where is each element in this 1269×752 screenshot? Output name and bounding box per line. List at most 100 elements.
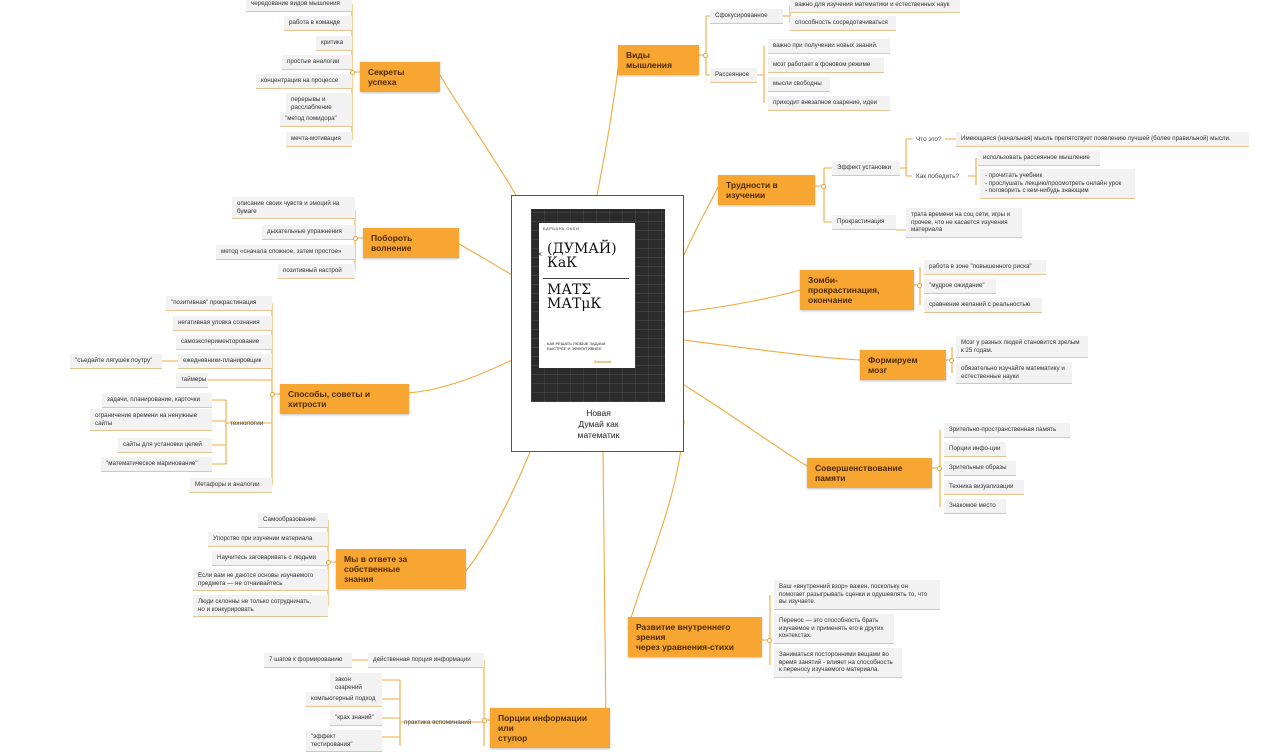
leaf-brain-1[interactable]: Мозг у разных людей становится зрелым к … bbox=[956, 336, 1088, 359]
cover-subtitle: КАК РЕШАТЬ ЛЮБЫЕ ЗАДАЧИ БЫСТРЕЕ И ЭФФЕКТ… bbox=[547, 341, 606, 351]
leaf-tricks-goals[interactable]: сайты для установки целей bbox=[118, 438, 212, 453]
collapse-toggle-memory[interactable] bbox=[937, 466, 942, 471]
leaf-success-7[interactable]: "метод помидора" bbox=[280, 112, 352, 127]
leaf-zombie-2[interactable]: "мудрое ожидание" bbox=[924, 279, 996, 294]
leaf-tricks-tech[interactable]: технологии bbox=[230, 420, 264, 427]
central-topic[interactable]: БАРБАРА ОКЛИ × (ДУМАЙ) КаК МАТΣ МАТμК КА… bbox=[511, 195, 684, 452]
edge-portions bbox=[602, 451, 607, 725]
leaf-inner-1[interactable]: Ваш «внутренний взор» важен, поскольку о… bbox=[774, 580, 940, 610]
collapse-toggle-difficulties[interactable] bbox=[821, 184, 826, 189]
collapse-toggle-thinking[interactable] bbox=[703, 53, 708, 58]
leaf-tricks-limit[interactable]: ограничение времени на ненужные сайты bbox=[90, 409, 212, 432]
leaf-portions-action[interactable]: действенная порция информации bbox=[368, 653, 484, 668]
leaf-zombie-1[interactable]: работа в зоне "повышенного риска" bbox=[924, 260, 1046, 275]
leaf-memory-1[interactable]: Зрительно-пространственная память bbox=[944, 423, 1070, 438]
branch-difficulties[interactable]: Трудности в изучении bbox=[718, 175, 815, 205]
book-cover-image: БАРБАРА ОКЛИ × (ДУМАЙ) КаК МАТΣ МАТμК КА… bbox=[531, 209, 665, 402]
leaf-responsible-5[interactable]: Люди склонны не только сотрудничать, но … bbox=[193, 595, 328, 618]
leaf-thinking-f2[interactable]: способность сосредотачиваться bbox=[790, 16, 896, 31]
leaf-portions-practice[interactable]: практика вспоминаний bbox=[404, 719, 472, 726]
branch-brain[interactable]: Формируем мозг bbox=[860, 350, 946, 380]
leaf-brain-2[interactable]: обязательно изучайте математику и естест… bbox=[956, 362, 1072, 385]
branch-responsible[interactable]: Мы в ответе за собственные знания bbox=[336, 549, 466, 589]
cover-publisher-logo: Альпина bbox=[594, 359, 612, 364]
leaf-success-8[interactable]: мечта-мотивация bbox=[286, 132, 352, 147]
leaf-thinking-f1[interactable]: важно для изучения математики и естестве… bbox=[790, 0, 960, 13]
leaf-diff-einst[interactable]: Эффект установки bbox=[832, 161, 900, 176]
edge-thinking bbox=[596, 55, 621, 196]
leaf-portions-testing[interactable]: "эффект тестирования" bbox=[306, 730, 382, 752]
leaf-thinking-d3[interactable]: мысли свободны bbox=[768, 77, 830, 92]
collapse-toggle-zombie[interactable] bbox=[917, 283, 922, 288]
edge-worry bbox=[458, 243, 513, 276]
collapse-toggle-portions[interactable] bbox=[482, 718, 487, 723]
branch-portions[interactable]: Порции информации или ступор bbox=[490, 708, 610, 748]
leaf-worry-3[interactable]: метод «сначала сложное, затем простое» bbox=[216, 245, 355, 260]
leaf-diff-how-1[interactable]: использовать рассеянное мышление bbox=[978, 151, 1100, 166]
leaf-tricks-timers[interactable]: таймеры bbox=[176, 373, 208, 388]
leaf-tricks-tasks[interactable]: задачи, планирование, карточки bbox=[102, 393, 212, 408]
leaf-memory-3[interactable]: Зрительные образы bbox=[944, 461, 1016, 476]
leaf-worry-4[interactable]: позитивный настрой bbox=[278, 264, 355, 279]
leaf-memory-5[interactable]: Знакомое место bbox=[944, 499, 1006, 514]
leaf-success-1[interactable]: чередование видов мышления bbox=[246, 0, 352, 12]
edge-responsible bbox=[465, 451, 531, 572]
collapse-toggle-brain[interactable] bbox=[949, 358, 954, 363]
branch-tricks[interactable]: Способы, советы и хитрости bbox=[280, 384, 409, 414]
leaf-diff-procr[interactable]: Прокрастинация bbox=[832, 215, 896, 230]
leaf-tricks-selfexp[interactable]: самоэксперименторование bbox=[176, 335, 272, 350]
cover-mark: × bbox=[537, 249, 543, 259]
edge-difficulties bbox=[683, 186, 719, 256]
branch-inner[interactable]: Развитие внутреннего зрения через уравне… bbox=[628, 617, 762, 657]
leaf-thinking-d2[interactable]: мозг работает в фоновом режиме bbox=[768, 58, 884, 73]
leaf-inner-2[interactable]: Перенос — это способность брать изучаемо… bbox=[774, 614, 894, 644]
collapse-toggle-worry[interactable] bbox=[353, 236, 358, 241]
leaf-diff-what[interactable]: Что это? bbox=[916, 136, 942, 143]
collapse-toggle-inner[interactable] bbox=[767, 638, 772, 643]
leaf-success-4[interactable]: простые аналогии bbox=[282, 55, 352, 70]
leaf-responsible-2[interactable]: Упорство при изучении материала bbox=[208, 532, 328, 547]
leaf-responsible-4[interactable]: Если вам не даются основы изучаемого пре… bbox=[193, 569, 328, 592]
leaf-tricks-metaphors[interactable]: Метафоры и аналогии bbox=[190, 478, 272, 493]
leaf-tricks-marin[interactable]: "математическое маринование" bbox=[101, 457, 212, 472]
branch-worry[interactable]: Побороть волнение bbox=[363, 228, 459, 258]
branch-thinking[interactable]: Виды мышления bbox=[618, 45, 699, 75]
leaf-worry-2[interactable]: дыхательные упражнения bbox=[262, 225, 355, 240]
leaf-zombie-3[interactable]: сравнение желаний с реальностью bbox=[924, 298, 1042, 313]
leaf-diff-procr-answer[interactable]: трата времени на соц сети, игры и прочее… bbox=[906, 208, 1022, 238]
leaf-memory-2[interactable]: Порции инфо-ции bbox=[944, 442, 1006, 457]
leaf-thinking-d1[interactable]: важно при получении новых знаний. bbox=[768, 39, 890, 54]
collapse-toggle-success[interactable] bbox=[350, 70, 355, 75]
leaf-portions-crash[interactable]: "крах знаний" bbox=[330, 711, 382, 726]
leaf-thinking-d4[interactable]: приходит внезапное озарение, идеи bbox=[768, 96, 890, 111]
leaf-worry-1[interactable]: описание своих чувств и эмоций на бумаге bbox=[232, 197, 355, 220]
leaf-success-3[interactable]: критика bbox=[316, 36, 352, 51]
branch-success[interactable]: Секреты успеха bbox=[360, 62, 440, 92]
edge-memory bbox=[683, 384, 808, 467]
cover-title-1: (ДУМАЙ) КаК bbox=[547, 241, 617, 271]
leaf-tricks-frog[interactable]: "съедайте лягушек поутру" bbox=[70, 354, 162, 369]
leaf-inner-3[interactable]: Заниматься посторонними вещами во время … bbox=[774, 648, 902, 678]
leaf-diff-how[interactable]: Как победить? bbox=[916, 173, 959, 180]
leaf-success-5[interactable]: концентрация на процессе bbox=[256, 74, 352, 89]
leaf-portions-computer[interactable]: компьютерный подход bbox=[306, 692, 382, 707]
leaf-tricks-negative[interactable]: негативная уловка сознания bbox=[173, 316, 272, 331]
branch-zombie[interactable]: Зомби-прокрастинация, окончание bbox=[800, 270, 914, 310]
leaf-memory-4[interactable]: Техника визуализации bbox=[944, 480, 1024, 495]
leaf-portions-steps[interactable]: 7 шагов к формированию bbox=[264, 653, 352, 668]
leaf-responsible-3[interactable]: Научитесь заговаривать с людьми bbox=[212, 551, 328, 566]
branch-memory[interactable]: Совершенствование памяти bbox=[807, 458, 932, 488]
leaf-tricks-daily[interactable]: ежедневники-планировщик bbox=[178, 354, 272, 369]
edge-brain bbox=[683, 339, 861, 361]
central-topic-title: Новая Думай как математик bbox=[577, 408, 620, 440]
leaf-responsible-1[interactable]: Самообразование bbox=[258, 513, 328, 528]
leaf-thinking-diffuse[interactable]: Рассеянное bbox=[710, 68, 757, 83]
leaf-diff-what-answer[interactable]: Имеющаяся (начальная) мысль препятствует… bbox=[956, 132, 1249, 147]
leaf-success-2[interactable]: работа в команде bbox=[284, 16, 352, 31]
edge-zombie bbox=[683, 289, 801, 313]
collapse-toggle-responsible[interactable] bbox=[326, 560, 331, 565]
leaf-diff-how-2[interactable]: - прочитать учебник - прослушать лекцию/… bbox=[980, 169, 1135, 199]
leaf-tricks-positive[interactable]: "позитивная" прокрастинация bbox=[166, 296, 272, 311]
leaf-thinking-focused[interactable]: Сфокусированное bbox=[710, 9, 783, 24]
collapse-toggle-tricks[interactable] bbox=[270, 392, 275, 397]
